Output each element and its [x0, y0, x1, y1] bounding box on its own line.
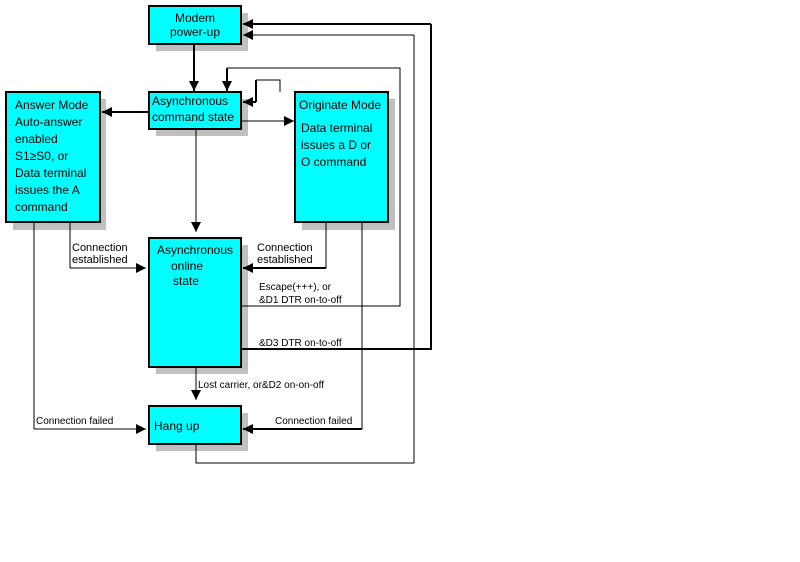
originate-text-3: issues a D or [301, 138, 371, 152]
arrow-escape-to-command [227, 67, 401, 307]
command-text-2: command state [152, 110, 234, 124]
answer-text-7: command [15, 200, 68, 214]
answer-text-1: Answer Mode [15, 98, 89, 112]
command-text-1: Asynchronous [152, 94, 228, 108]
box-answer-mode: Answer Mode Auto-answer enabled S1≥S0, o… [5, 91, 101, 223]
originate-text-4: O command [301, 155, 366, 169]
edge-labels: Connection established Connection establ… [36, 242, 352, 427]
label-fail-left: Connection failed [36, 416, 113, 427]
label-conn-est-right-2: established [257, 254, 313, 266]
box-hang-up: Hang up [148, 405, 242, 445]
powerup-text-1: Modem [175, 11, 215, 25]
label-conn-est-left-1: Connection [72, 242, 128, 254]
answer-text-6: issues the A [15, 183, 80, 197]
label-lost-carrier: Lost carrier, or&D2 on-on-off [198, 380, 324, 391]
label-conn-est-left-2: established [72, 254, 128, 266]
label-conn-est-right-1: Connection [257, 242, 313, 254]
arrow-hangup-to-powerup [195, 35, 415, 464]
label-d3: &D3 DTR on-to-off [259, 338, 342, 349]
online-text-1: Asynchronous [157, 243, 233, 257]
answer-text-2: Auto-answer [15, 115, 82, 129]
answer-text-4: S1≥S0, or [15, 149, 68, 163]
box-async-command: Asynchronous command state [148, 91, 242, 130]
label-escape-2: &D1 DTR on-to-off [259, 295, 342, 306]
answer-text-5: Data terminal [15, 166, 86, 180]
originate-text-1: Originate Mode [299, 98, 381, 112]
originate-text-2: Data terminal [301, 121, 372, 135]
answer-text-3: enabled [15, 132, 58, 146]
label-fail-right: Connection failed [275, 416, 352, 427]
hangup-text: Hang up [154, 419, 200, 433]
box-async-online: Asynchronous online state [148, 237, 242, 368]
loop-originate-to-command [256, 79, 281, 92]
label-escape-1: Escape(+++), or [259, 282, 332, 293]
powerup-text-2: power-up [170, 25, 220, 39]
box-originate-mode: Originate Mode Data terminal issues a D … [294, 91, 389, 223]
online-text-3: state [173, 274, 199, 288]
box-modem-powerup: Modem power-up [148, 5, 242, 45]
arrow-d3-to-powerup [241, 24, 432, 350]
connectors [33, 19, 432, 464]
online-text-2: online [171, 259, 203, 273]
